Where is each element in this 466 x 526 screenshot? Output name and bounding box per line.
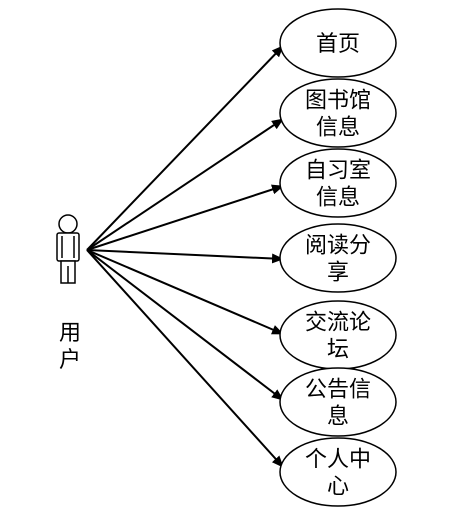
use-case-ellipse-study-room-info: [279, 148, 397, 218]
actor-head: [58, 214, 78, 234]
actor-label-line2: 户: [59, 348, 81, 373]
use-case-label-study-room-info-2: 信息: [316, 186, 360, 211]
arrow-announcement-info: [86, 249, 284, 401]
use-case-label-announcement-info-1: 公告信: [305, 378, 371, 403]
use-case-ellipse-library-info: [279, 78, 397, 148]
use-case-label-library-info-2: 信息: [316, 116, 360, 141]
use-case-label-study-room-info-1: 自习室: [305, 159, 371, 184]
use-case-label-library-info-1: 图书馆: [305, 89, 371, 114]
use-case-label-announcement-info-2: 息: [327, 405, 349, 430]
use-case-ellipse-reading-share: [279, 223, 397, 293]
use-case-label-reading-share-1: 阅读分: [305, 234, 371, 259]
use-case-label-personal-center-1: 个人中: [305, 448, 371, 473]
arrow-forum: [86, 249, 284, 335]
use-case-label-reading-share-2: 享: [327, 261, 349, 286]
arrow-study-room-info: [86, 184, 284, 251]
use-case-ellipse-personal-center: [279, 437, 397, 507]
use-case-label-personal-center-2: 心: [327, 475, 349, 500]
arrow-reading-share: [86, 249, 284, 264]
arrow-personal-center: [86, 249, 284, 468]
arrow-library-info: [86, 118, 284, 251]
actor-figure: [56, 214, 80, 284]
use-case-ellipse-home: [279, 8, 397, 78]
arrow-home: [86, 45, 284, 251]
use-case-label-forum-2: 坛: [327, 338, 349, 363]
use-case-label-home-1: 首页: [316, 32, 360, 57]
use-case-label-forum-1: 交流论: [305, 311, 371, 336]
use-case-home: 首页: [279, 8, 397, 78]
actor-body: [56, 232, 80, 262]
actor-label-line1: 用: [59, 321, 81, 346]
use-case-ellipse-announcement-info: [279, 367, 397, 437]
connectors: [86, 45, 284, 468]
